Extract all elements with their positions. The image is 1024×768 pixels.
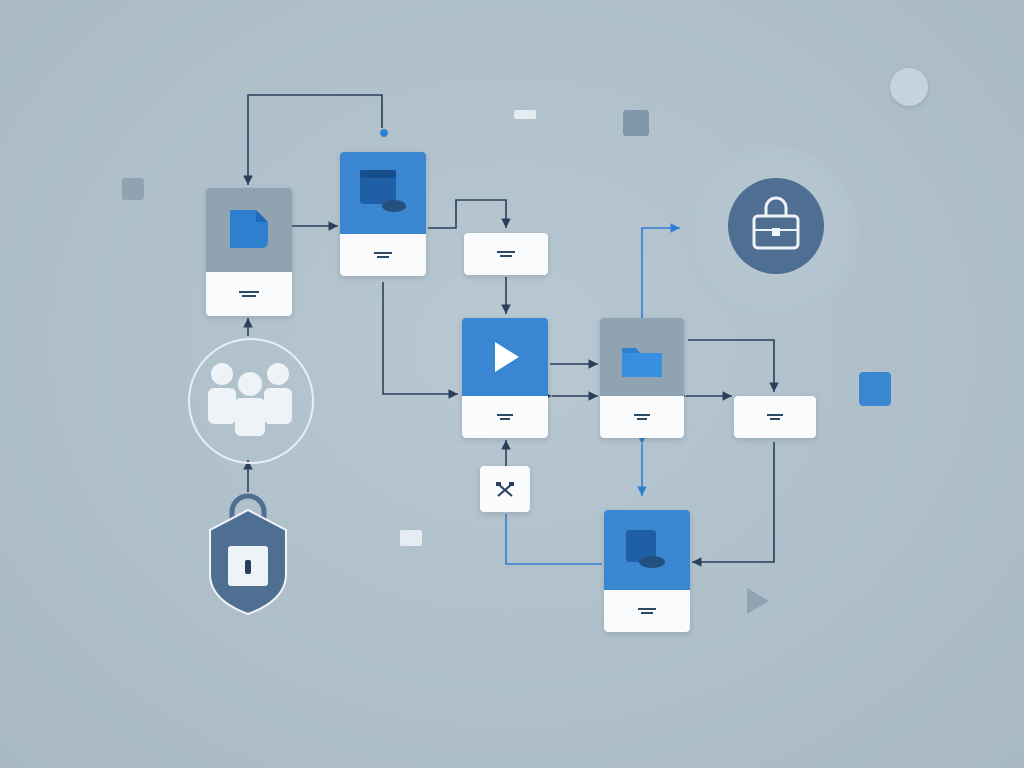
document-node[interactable] [206,188,292,316]
folder-node[interactable] [340,152,426,276]
document-node-label [206,272,292,316]
connector-folder-to-play-down [382,282,458,399]
tools-card[interactable] [480,466,530,512]
storage-node-bottom[interactable] [604,510,690,632]
decorative-chip-bottom [400,530,422,546]
padlock-icon [209,493,287,616]
document-icon [230,210,268,248]
connector-dot [380,129,388,137]
team-node[interactable] [188,338,314,464]
folder-node-middle[interactable] [600,318,684,438]
step-card-small[interactable] [464,233,548,275]
decorative-folder-left [122,178,144,200]
connector-folder2-to-right [688,339,779,392]
storage-node-bottom-label [604,590,690,632]
decorative-circle [890,68,928,106]
play-node-label [462,396,548,438]
folder-node-label [340,234,426,276]
folder-icon [622,348,662,377]
play-icon [495,342,519,372]
connector-folder-to-small [428,199,511,229]
connector-tools-to-bottom [505,514,602,565]
folder-icon [360,170,406,212]
people-group-icon [208,363,292,436]
connector-folder2-to-lock [641,223,680,318]
step-card-right[interactable] [734,396,816,438]
connector-right-to-bottom [692,442,775,567]
decorative-folder [623,110,649,136]
folder-node-middle-label [600,396,684,438]
decorative-triangle [747,588,769,614]
folder-icon [626,530,665,568]
connector-loop-top [243,94,383,185]
decorative-chip [514,110,536,119]
decorative-blue-folder [859,372,891,406]
lock-bag-icon [752,196,800,250]
security-node[interactable] [684,146,858,320]
tools-icon [496,482,514,497]
play-node[interactable] [462,318,548,438]
